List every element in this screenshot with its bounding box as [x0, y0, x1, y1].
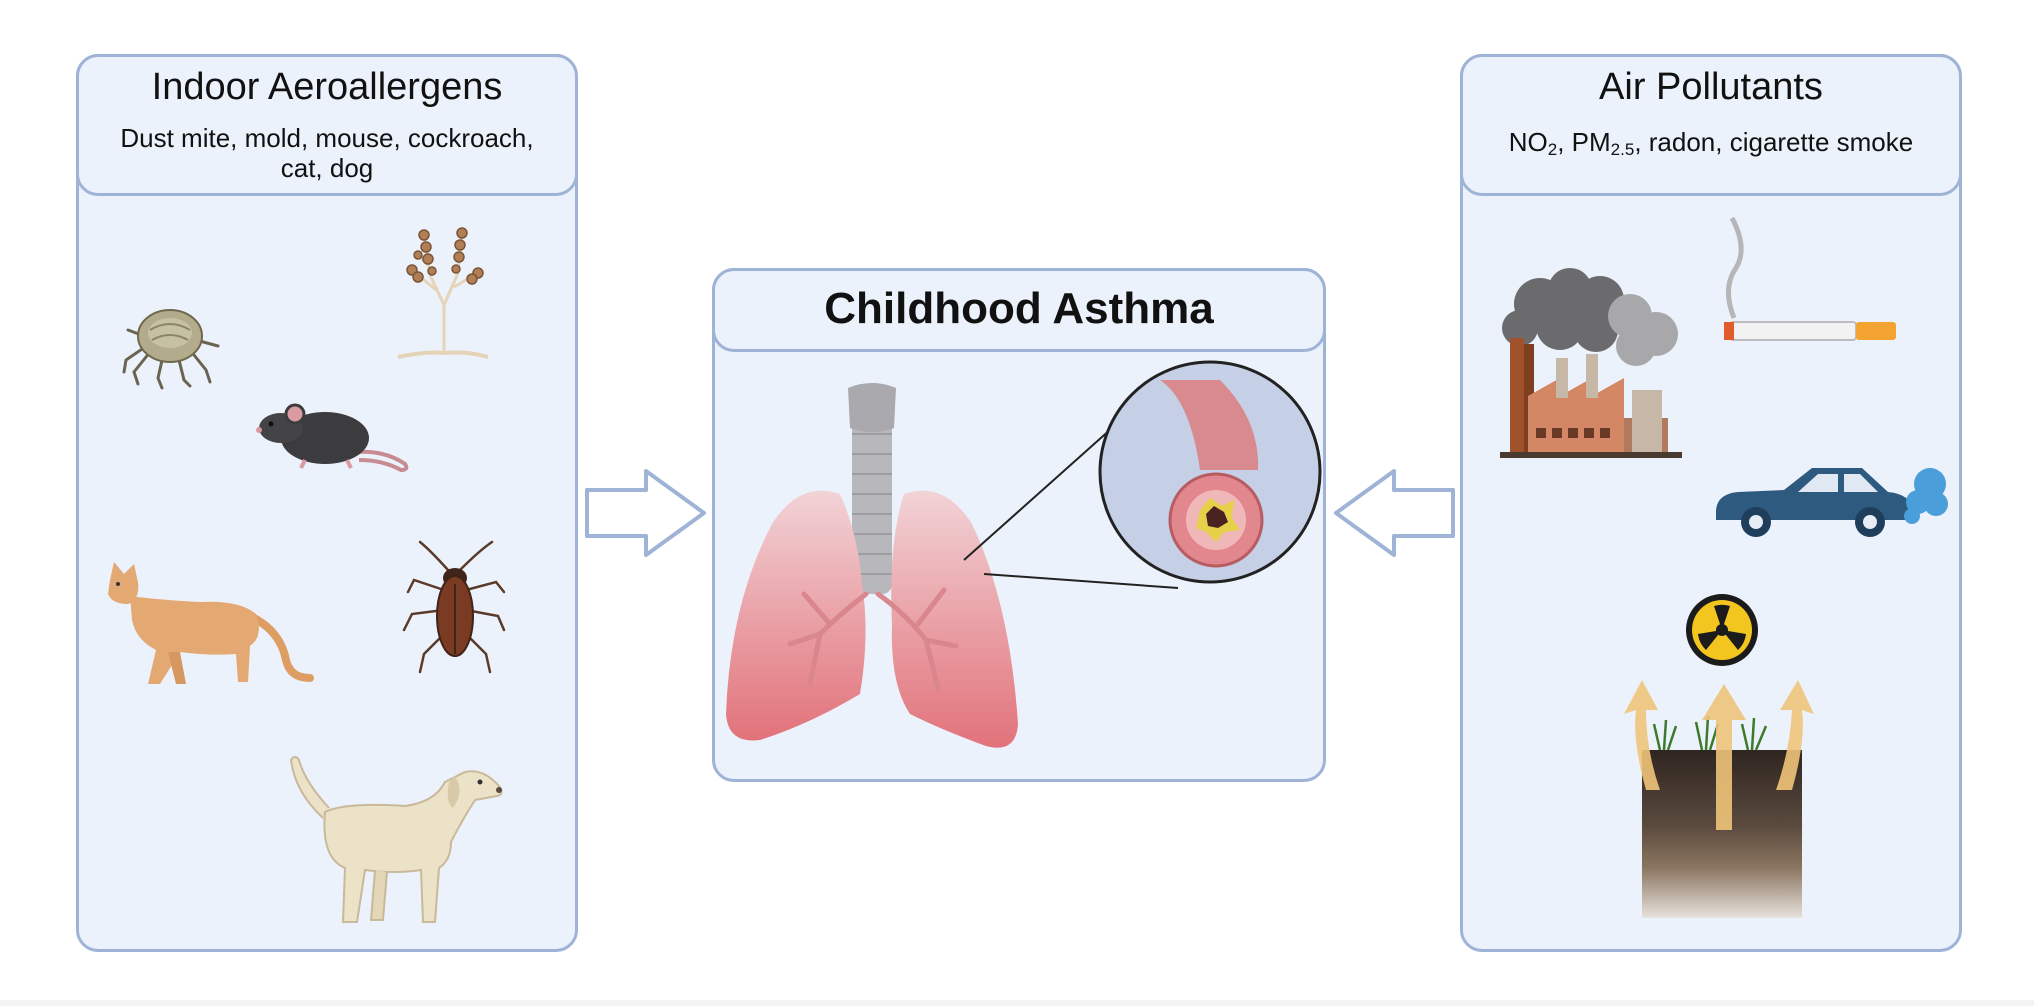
mouse-icon [256, 403, 409, 473]
panel-subtitle: Dust mite, mold, mouse, cockroach, cat, … [120, 123, 534, 183]
panel-title: Childhood Asthma [824, 284, 1214, 333]
mold-icon [397, 227, 489, 359]
factory-icon [1500, 268, 1682, 458]
indoor-aeroallergens-panel: Indoor Aeroallergens Dust mite, mold, mo… [76, 54, 578, 952]
airway-callout [963, 360, 1322, 589]
panel-title: Indoor Aeroallergens [151, 66, 503, 108]
radiation-icon [1686, 594, 1758, 666]
cockroach-icon [402, 540, 506, 674]
dust-mite-icon [122, 309, 220, 390]
soil-radon-icon [1624, 680, 1814, 918]
indoor-aeroallergens-header: Indoor Aeroallergens Dust mite, mold, mo… [76, 54, 578, 196]
lungs-icon [726, 383, 1018, 748]
air-pollutants-header: Air Pollutants NO2, PM2.5, radon, cigare… [1460, 54, 1962, 196]
dog-icon [289, 756, 503, 923]
cat-icon [108, 562, 314, 684]
panel-title: Air Pollutants [1599, 66, 1823, 108]
left-to-center-arrow [585, 469, 706, 557]
panel-subtitle: NO2, PM2.5, radon, cigarette smoke [1508, 127, 1914, 159]
childhood-asthma-header: Childhood Asthma [712, 268, 1326, 352]
footer-divider [0, 1000, 2034, 1006]
car-icon [1716, 468, 1948, 537]
right-to-center-arrow [1334, 469, 1455, 557]
cigarette-icon [1724, 216, 1896, 341]
